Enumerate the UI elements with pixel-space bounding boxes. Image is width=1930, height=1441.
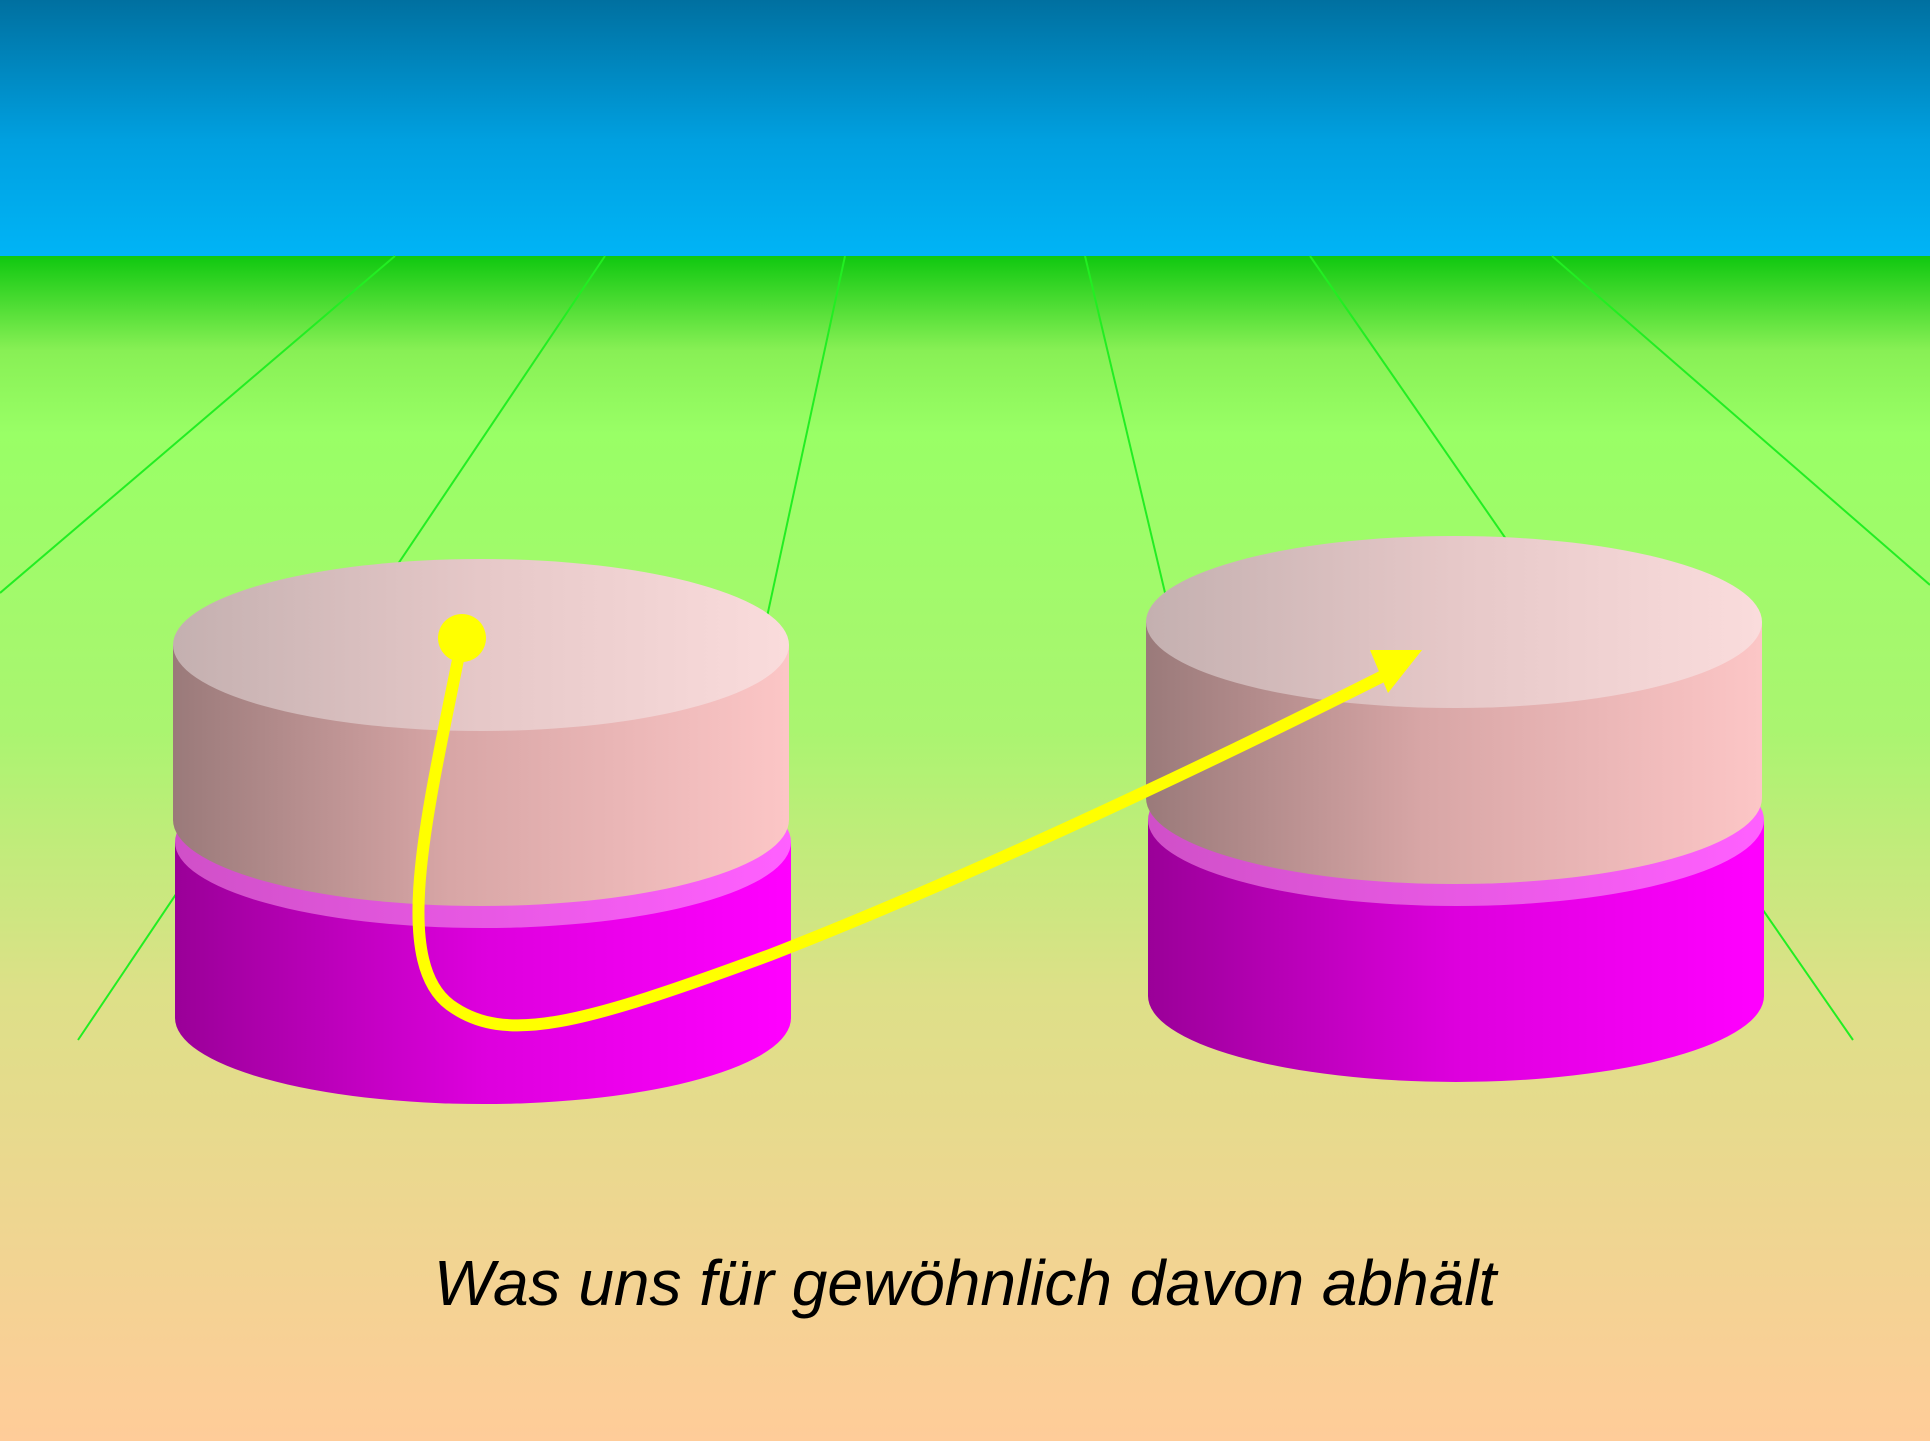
sky [0, 0, 1930, 256]
pink-top-layer [173, 559, 789, 906]
arrow-path [412, 634, 1391, 1032]
slide-caption: Was uns für gewöhnlich davon abhält [433, 1247, 1497, 1319]
perspective-line [0, 255, 396, 594]
arrow-head [1370, 650, 1422, 693]
right-cylinder [1146, 536, 1764, 1082]
connector-arrow [412, 614, 1422, 1032]
pink-top-layer [1146, 536, 1762, 884]
left-cylinder [173, 559, 791, 1104]
perspective-line [1551, 255, 1930, 586]
